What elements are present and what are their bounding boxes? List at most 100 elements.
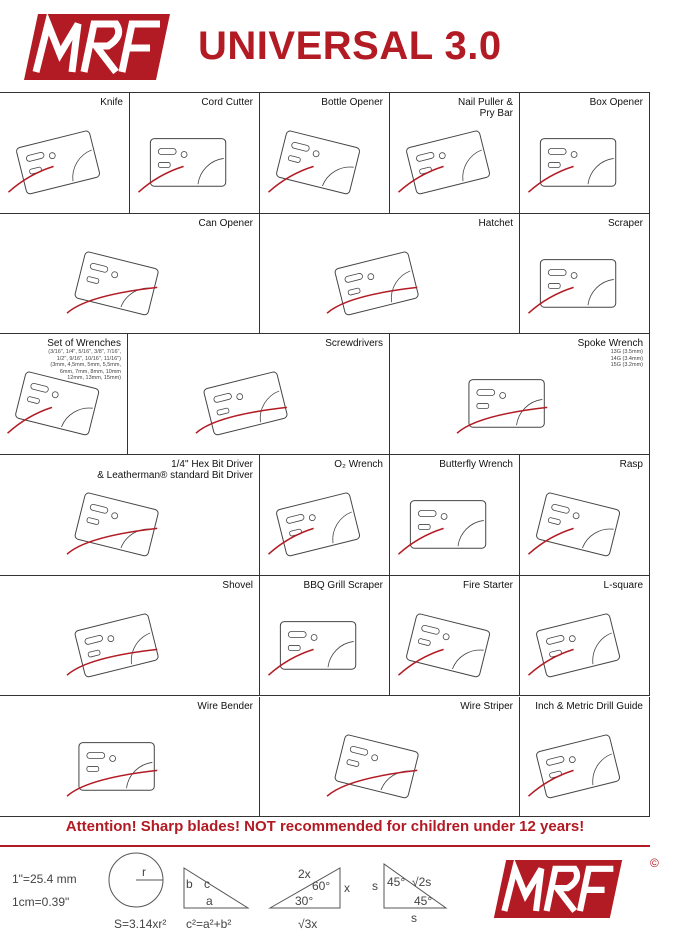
tool-label: Screwdrivers (325, 338, 383, 349)
svg-text:√2s: √2s (412, 875, 431, 889)
tool-panel-scraper: Scraper (520, 213, 650, 335)
tool-name: 1/4" Hex Bit Driver & Leatherman® standa… (97, 459, 253, 482)
pythagoras-formula: c²=a²+b² (186, 917, 231, 931)
mrf-logo (24, 14, 170, 80)
tool-illustration (527, 492, 621, 557)
page-title: UNIVERSAL 3.0 (198, 24, 502, 68)
mrf-logo-footer (493, 860, 623, 918)
tool-name: Rasp (619, 459, 643, 471)
svg-text:45°: 45° (414, 894, 432, 908)
tool-illustration (66, 251, 159, 315)
tool-illustration (66, 492, 159, 557)
tool-label: L-square (604, 580, 643, 591)
tool-illustration (195, 371, 288, 436)
tool-panel-shovel: Shovel (0, 575, 260, 697)
svg-text:√3x: √3x (298, 917, 317, 931)
tool-grid: Knife Cord Cutter Bottle Opener Nail Pul… (0, 92, 650, 818)
tool-name: Can Opener (198, 217, 253, 229)
tool-name: Wire Bender (197, 700, 253, 712)
triangle-30-60 (268, 867, 341, 909)
tool-name: Shovel (222, 579, 253, 591)
tool-name: Bottle Opener (321, 97, 383, 108)
tool-illustration (456, 379, 548, 435)
svg-text:s: s (411, 911, 417, 925)
tool-panel-set-of-wrenches: Set of Wrenches(3/16", 1/4", 5/16", 3/8"… (0, 334, 128, 456)
tool-panel-screwdrivers: Screwdrivers (128, 334, 390, 456)
tool-illustration (527, 613, 621, 678)
tool-label: Cord Cutter (201, 97, 253, 108)
svg-text:2x: 2x (298, 867, 311, 881)
tool-illustration (397, 613, 491, 678)
tool-panel-butterfly-wrench: Butterfly Wrench (390, 455, 520, 576)
tool-label: Inch & Metric Drill Guide (535, 701, 643, 712)
svg-text:60°: 60° (312, 879, 330, 893)
tool-label: Scraper (608, 218, 643, 229)
tool-panel-wire-bender: Wire Bender (0, 696, 260, 818)
tool-panel-can-opener: Can Opener (0, 213, 260, 335)
tool-label: Fire Starter (463, 580, 513, 591)
svg-text:45°: 45° (387, 875, 405, 889)
tool-panel-bbq-grill-scraper: BBQ Grill Scraper (260, 575, 390, 697)
svg-text:s: s (372, 879, 378, 893)
svg-text:x: x (344, 881, 350, 895)
tool-name: Cord Cutter (201, 97, 253, 108)
tool-illustration (66, 741, 158, 797)
tool-illustration (267, 492, 361, 557)
tool-panel-bottle-opener: Bottle Opener (260, 93, 390, 214)
tool-label: Wire Striper (460, 701, 513, 712)
tool-panel-nail-puller-pry-bar: Nail Puller & Pry Bar (390, 93, 520, 214)
tool-label: BBQ Grill Scraper (304, 580, 383, 591)
tool-label: Shovel (222, 580, 253, 591)
tool-illustration (326, 251, 419, 315)
tool-illustration (7, 130, 101, 195)
tool-name: Box Opener (589, 97, 643, 108)
tool-label: Knife (100, 97, 123, 108)
tool-name: Scraper (607, 217, 643, 229)
tool-label: Rasp (620, 459, 643, 470)
tool-panel-knife: Knife (0, 93, 130, 214)
triangle-45-45 (383, 863, 448, 909)
tool-name: Fire Starter (462, 579, 513, 591)
tool-panel-l-square: L-square (520, 575, 650, 697)
tool-label: Box Opener (590, 97, 643, 108)
tool-name: Hatchet (478, 217, 513, 229)
tool-panel-inch-metric-drill-guide: Inch & Metric Drill Guide (520, 696, 650, 818)
tool-panel-fire-starter: Fire Starter (390, 575, 520, 697)
circle-radius-label: r (142, 865, 146, 879)
svg-text:a: a (206, 894, 213, 908)
tool-name: Screwdrivers (325, 338, 383, 350)
tool-sizes: (3/16", 1/4", 5/16", 3/8", 7/16", 1/2", … (48, 349, 121, 382)
tool-illustration (267, 620, 357, 676)
copyright-mark: © (650, 856, 659, 870)
tool-panel-box-opener: Box Opener (520, 93, 650, 214)
tool-illustration (267, 130, 361, 195)
tool-illustration (527, 734, 621, 798)
tool-name: O₂ Wrench (334, 459, 383, 471)
tool-label: O₂ Wrench (334, 459, 383, 470)
tool-illustration (66, 613, 159, 678)
tool-illustration (326, 734, 419, 798)
tool-label: Can Opener (199, 218, 253, 229)
right-triangle (183, 867, 250, 909)
tool-label: Hatchet (479, 218, 513, 229)
tool-sizes: 13G (3.5mm) 14G (3.4mm) 15G (3.2mm) (610, 349, 643, 369)
tool-name: BBQ Grill Scraper (303, 579, 383, 591)
tool-label: Wire Bender (197, 701, 253, 712)
tool-name: Nail Puller & Pry Bar (457, 97, 513, 119)
tool-name: Wire Striper (460, 700, 513, 712)
warning-text: Attention! Sharp blades! NOT recommended… (65, 818, 585, 835)
tool-panel-o-wrench: O₂ Wrench (260, 455, 390, 576)
tool-label: Bottle Opener (321, 97, 383, 108)
tool-panel-wire-striper: Wire Striper (260, 696, 520, 818)
tool-label: Butterfly Wrench (439, 459, 513, 470)
tool-illustration (137, 138, 227, 193)
tool-panel-hatchet: Hatchet (260, 213, 520, 335)
tool-panel-1-4-hex-bit-driver-leatherman-standard-bit-driver: 1/4" Hex Bit Driver & Leatherman® standa… (0, 455, 260, 576)
tool-name: Butterfly Wrench (439, 459, 513, 471)
tool-name: Inch & Metric Drill Guide (535, 700, 643, 712)
svg-text:30°: 30° (295, 894, 313, 908)
conversion-inch: 1"=25.4 mm (12, 872, 77, 886)
tool-illustration (397, 130, 491, 195)
